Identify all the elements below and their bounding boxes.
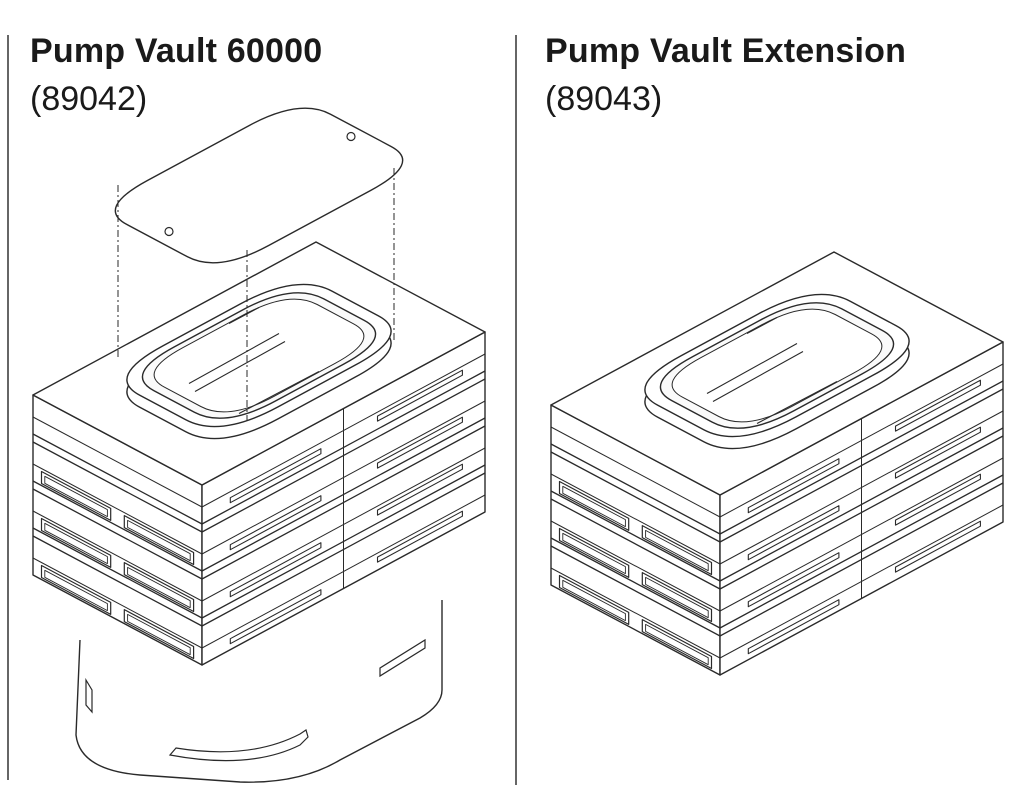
panel-title-extension: Pump Vault Extension (545, 32, 907, 70)
panel-part-number-extension: (89043) (545, 80, 663, 118)
slab-edge (32, 557, 203, 649)
side-slit (229, 589, 322, 645)
slab-edge (32, 463, 203, 555)
basin-slot (85, 677, 93, 714)
side-slit (376, 369, 463, 422)
side-slit (894, 520, 981, 573)
side-slot-inner (562, 532, 626, 575)
side-slit (747, 599, 840, 655)
layer-edge (550, 451, 721, 543)
lid-bolt-hole (346, 131, 356, 142)
vault-lid (114, 107, 404, 264)
slab-edge (550, 567, 721, 659)
layer-edge (32, 480, 203, 572)
side-slot-inner (645, 623, 709, 666)
layer-edge (550, 537, 721, 629)
side-slot-inner (44, 475, 108, 518)
slab-edge (550, 473, 721, 565)
layer-edge (32, 527, 203, 619)
side-slit (747, 505, 840, 561)
layer-edge (550, 498, 721, 590)
side-slit (747, 458, 840, 514)
lid-bolt-hole (164, 226, 174, 237)
layer-edge (32, 535, 203, 627)
slab-edge (32, 416, 203, 508)
side-slot-inner (44, 522, 108, 565)
side-slot-inner (127, 519, 191, 562)
inner-ledge (706, 343, 798, 394)
layer-edge (32, 433, 203, 525)
pump-vault-extension-drawing (550, 251, 1004, 676)
side-slit (894, 473, 981, 526)
layer-edge (32, 488, 203, 580)
inner-ledge (756, 381, 838, 424)
lid-outline (114, 107, 404, 264)
side-slot-inner (127, 613, 191, 656)
slab-edge (32, 510, 203, 602)
inner-ledge (194, 341, 286, 392)
side-slot-inner (645, 576, 709, 619)
side-slit (894, 379, 981, 432)
side-slit (894, 426, 981, 479)
side-slot-inner (562, 579, 626, 622)
left-divider (7, 35, 9, 780)
side-slit (229, 448, 322, 504)
side-slot-inner (562, 485, 626, 528)
pump-vault-60000-drawing (32, 107, 486, 783)
slab-edge (550, 426, 721, 518)
side-slit (376, 416, 463, 469)
inner-ledge (712, 351, 804, 402)
inner-ledge (238, 371, 320, 414)
side-slit (376, 463, 463, 516)
layer-edge (32, 441, 203, 533)
center-divider (515, 35, 517, 785)
panel-title-pump-vault: Pump Vault 60000 (30, 32, 323, 70)
side-slot-inner (645, 529, 709, 572)
side-slot-inner (44, 569, 108, 612)
side-slit (747, 552, 840, 608)
layer-edge (550, 545, 721, 637)
inner-ledge (228, 307, 260, 324)
slab-edge (550, 520, 721, 612)
basin-slot (168, 729, 309, 762)
side-slit (229, 542, 322, 598)
basin-slot (379, 638, 426, 678)
layer-edge (550, 490, 721, 582)
side-slit (229, 495, 322, 551)
layer-edge (550, 443, 721, 535)
inner-ledge (746, 317, 778, 334)
inner-ledge (188, 333, 280, 384)
side-slot-inner (127, 566, 191, 609)
side-slit (376, 510, 463, 563)
panel-part-number-pump-vault: (89042) (30, 80, 148, 118)
